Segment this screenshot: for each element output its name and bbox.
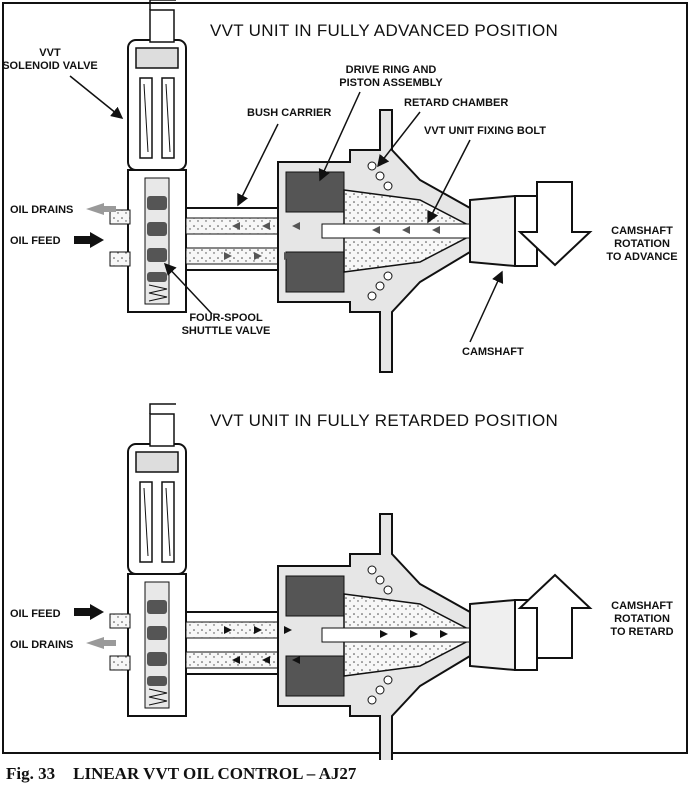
- top-oil-feed-label: OIL FEED: [10, 235, 61, 247]
- flow-arrows-top: [224, 222, 440, 260]
- drive-ring-label-1: DRIVE RING AND: [346, 64, 437, 76]
- top-rotation-label-2: ROTATION: [614, 238, 670, 250]
- top-rotation-label-3: TO ADVANCE: [606, 251, 677, 263]
- shuttle-label-1: FOUR-SPOOL: [189, 312, 263, 324]
- solenoid-label-1: VVT: [39, 47, 61, 59]
- figure-number: Fig. 33: [6, 764, 56, 783]
- top-oil-drains-arrow: [86, 203, 116, 215]
- bottom-oil-feed-label: OIL FEED: [10, 608, 61, 620]
- solenoid-leader: [69, 75, 124, 119]
- bottom-rotation-label-2: ROTATION: [614, 613, 670, 625]
- figure-frame: [2, 2, 688, 754]
- retard-chamber-leader: [377, 111, 421, 168]
- top-title: VVT UNIT IN FULLY ADVANCED POSITION: [210, 21, 558, 40]
- bush-carrier-leader: [237, 123, 279, 207]
- solenoid-label-2: SOLENOID VALVE: [2, 60, 98, 72]
- top-rotation-label-1: CAMSHAFT: [611, 225, 673, 237]
- bottom-rotation-label-3: TO RETARD: [610, 626, 673, 638]
- bottom-title: VVT UNIT IN FULLY RETARDED POSITION: [210, 411, 558, 430]
- vvt-diagram: VVT UNIT IN FULLY ADVANCED POSITION VVT …: [2, 0, 678, 760]
- fixing-bolt-label: VVT UNIT FIXING BOLT: [424, 125, 546, 137]
- top-oil-drains-label: OIL DRAINS: [10, 204, 73, 216]
- bottom-oil-drains-label: OIL DRAINS: [10, 639, 73, 651]
- fixing-bolt-leader: [427, 139, 471, 224]
- bush-carrier-label: BUSH CARRIER: [247, 107, 331, 119]
- drive-ring-leader: [318, 91, 361, 182]
- shuttle-leader: [163, 262, 213, 315]
- camshaft-leader: [469, 270, 504, 343]
- figure-caption: Fig. 33 LINEAR VVT OIL CONTROL – AJ27: [6, 764, 356, 784]
- shuttle-label-2: SHUTTLE VALVE: [182, 325, 271, 337]
- figure-caption-text: LINEAR VVT OIL CONTROL – AJ27: [73, 764, 357, 783]
- bottom-oil-drains-arrow: [86, 637, 116, 649]
- bottom-rotation-label-1: CAMSHAFT: [611, 600, 673, 612]
- drive-ring-label-2: PISTON ASSEMBLY: [339, 77, 443, 89]
- bottom-oil-feed-arrow: [74, 604, 104, 620]
- flow-arrows-bottom: [224, 626, 448, 664]
- camshaft-label: CAMSHAFT: [462, 346, 524, 358]
- top-oil-feed-arrow: [74, 232, 104, 248]
- retard-chamber-label: RETARD CHAMBER: [404, 97, 508, 109]
